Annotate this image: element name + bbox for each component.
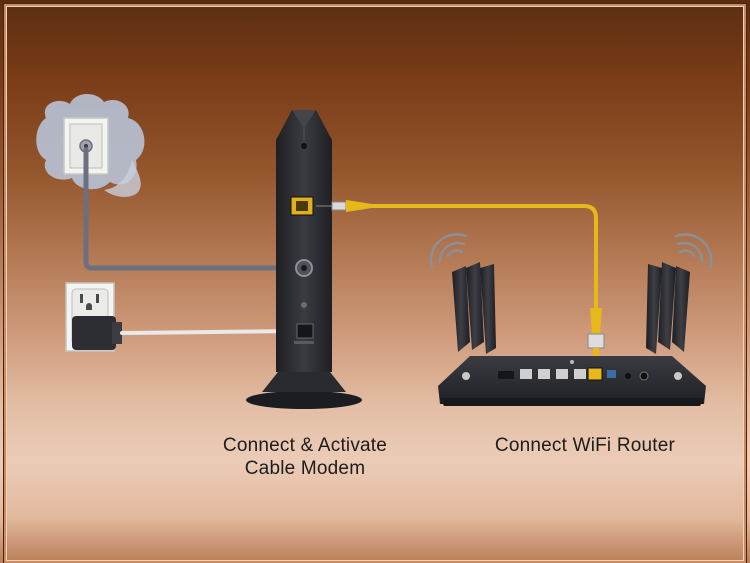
wifi-router-icon [438, 262, 706, 406]
modem-caption-line2: Cable Modem [244, 458, 366, 479]
modem-caption: Connect & Activate Cable Modem [190, 434, 420, 480]
ethernet-cable-icon [316, 200, 605, 374]
cable-modem-icon [246, 110, 362, 409]
power-adapter-icon [72, 316, 122, 350]
coax-cable [83, 147, 303, 271]
router-caption: Connect WiFi Router [494, 435, 676, 456]
modem-caption-line1: Connect & Activate [222, 435, 388, 456]
wall-coax-outlet-icon [36, 93, 145, 197]
wifi-signal-icon [674, 233, 713, 270]
wifi-signal-icon [429, 233, 468, 270]
power-cable [120, 329, 302, 335]
